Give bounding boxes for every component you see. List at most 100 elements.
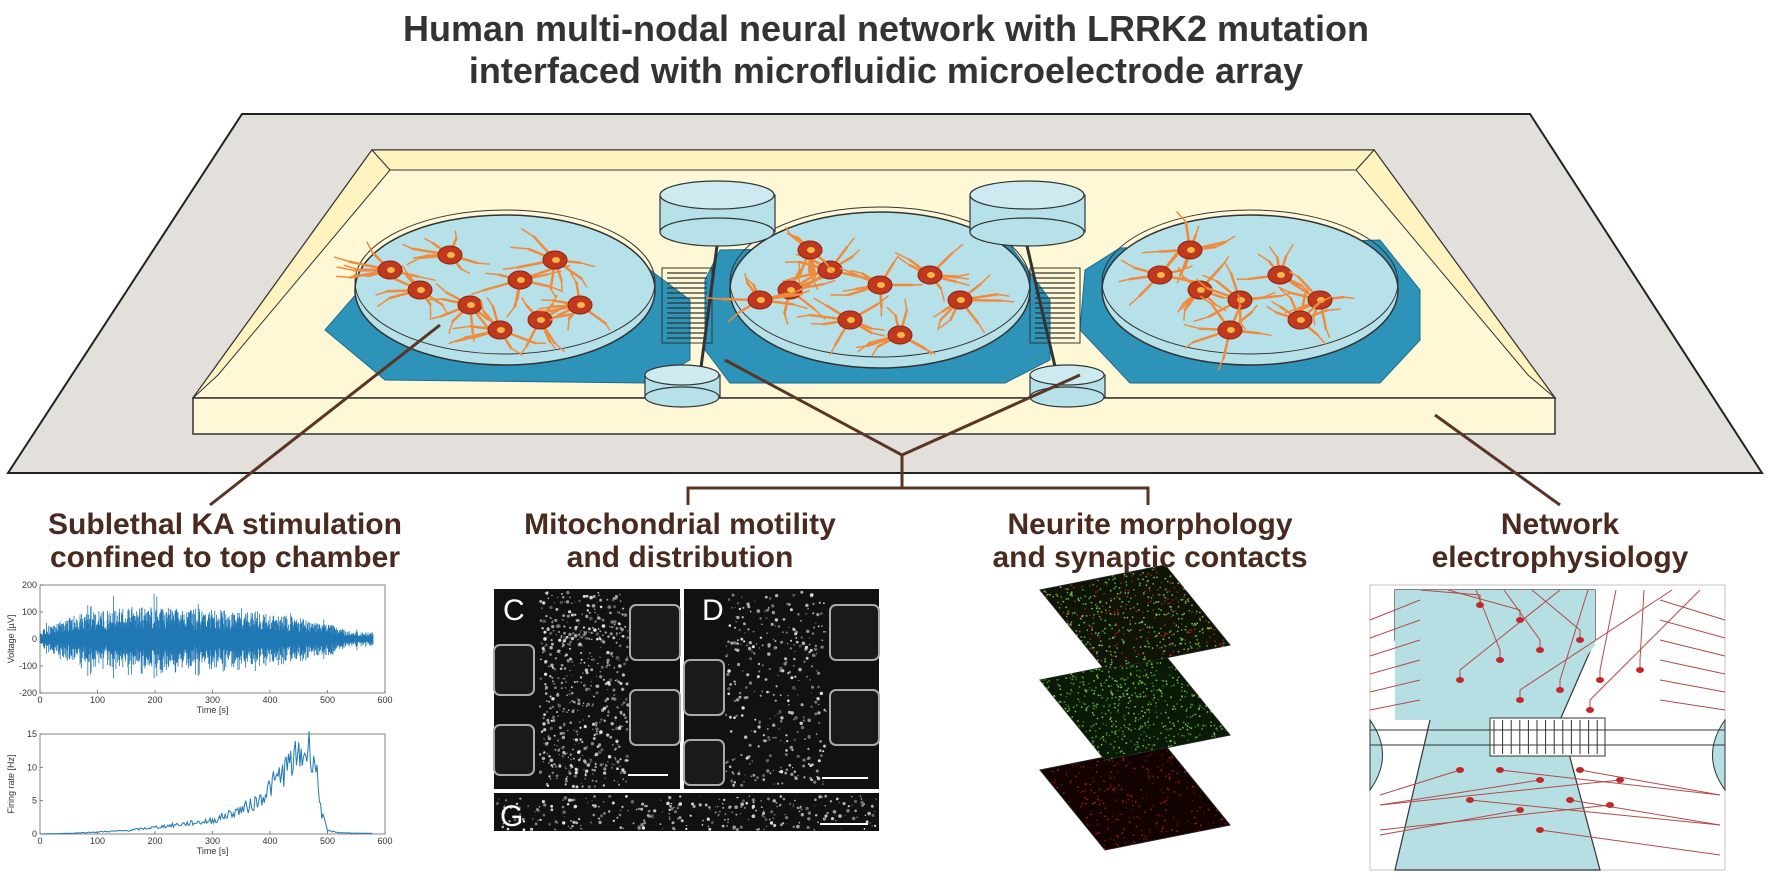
electrode (1636, 667, 1644, 673)
x-tick-label: 600 (377, 695, 392, 705)
mea-schematic (1369, 584, 1726, 871)
neuron (894, 243, 970, 302)
label-network-line1: Network (1500, 508, 1620, 541)
y-tick-label: -100 (19, 661, 37, 671)
x-axis-label: Time [s] (197, 705, 229, 715)
x-tick-label: 100 (90, 695, 105, 705)
title-line1: Human multi-nodal neural network with LR… (402, 8, 1370, 49)
y-tick-label: 0 (32, 634, 37, 644)
y-tick-label: 100 (22, 607, 37, 617)
y-axis-label: Firing rate [Hz] (6, 754, 16, 813)
electrode (1456, 677, 1464, 683)
neuron (933, 274, 1015, 334)
electrode (1606, 802, 1614, 808)
label-network-line2: electrophysiology (1431, 541, 1689, 574)
neuron (333, 241, 436, 281)
panel-letter-c: C (503, 594, 525, 627)
culture-tray-front (192, 397, 1556, 435)
y-tick-label: 5 (32, 796, 37, 806)
panel-letter-d: D (702, 594, 724, 627)
neuron (471, 264, 571, 318)
reservoir-bottom-right (1029, 364, 1106, 408)
confocal-layer-merge (1039, 564, 1231, 671)
electrode (1576, 767, 1584, 773)
neuron (1141, 211, 1236, 284)
micrograph-c: C (493, 589, 681, 789)
neuron (1278, 271, 1355, 338)
y-axis-label: Voltage [µV] (6, 615, 16, 664)
electrode (1516, 617, 1524, 623)
reservoir-bottom-left (644, 364, 721, 408)
neuron (796, 295, 889, 355)
electrode (1496, 767, 1504, 773)
electrode (1536, 777, 1544, 783)
electrode (1616, 777, 1624, 783)
firing-rate-series (40, 731, 373, 835)
x-tick-label: 500 (320, 695, 335, 705)
label-mitochondria-line2: and distribution (566, 541, 794, 574)
voltage-series (39, 593, 374, 679)
x-tick-label: 500 (320, 836, 335, 846)
neuron (375, 264, 448, 318)
x-tick-label: 100 (90, 836, 105, 846)
electrode (1466, 797, 1474, 803)
label-stimulation-line1: Sublethal KA stimulation (48, 508, 402, 541)
neuron (402, 230, 490, 274)
label-neurite-line1: Neurite morphology (1007, 508, 1293, 541)
electrode (1576, 637, 1584, 643)
electrode (1596, 677, 1604, 683)
y-tick-label: -200 (19, 688, 37, 698)
electrode (1516, 807, 1524, 813)
x-tick-label: 200 (147, 695, 162, 705)
x-tick-label: 400 (262, 695, 277, 705)
electrode (1496, 657, 1504, 663)
x-tick-label: 600 (377, 836, 392, 846)
neuron (502, 228, 596, 298)
micrograph-g: G (494, 793, 879, 833)
neuron (536, 272, 611, 331)
confocal-stack (1039, 564, 1231, 851)
electrode (1516, 697, 1524, 703)
electrode (1476, 602, 1484, 608)
neuron (829, 255, 923, 317)
neuron (781, 237, 876, 297)
label-mitochondria-line1: Mitochondrial motility (524, 508, 836, 541)
y-tick-label: 0 (32, 829, 37, 839)
y-tick-label: 15 (27, 729, 37, 739)
electrode (1586, 707, 1594, 713)
reservoir-top-left (659, 180, 776, 376)
x-tick-label: 0 (37, 695, 42, 705)
electrode (1566, 797, 1574, 803)
neuron (1118, 242, 1206, 306)
label-stimulation-line2: confined to top chamber (49, 541, 400, 574)
neuron (1266, 286, 1341, 346)
electrode (1536, 647, 1544, 653)
neuron (706, 273, 810, 323)
neuron-group (333, 211, 1355, 371)
electrode (1536, 827, 1544, 833)
title-line2: interfaced with microfluidic microelectr… (468, 50, 1304, 91)
neuron (785, 226, 834, 290)
neuron (1183, 294, 1272, 371)
neuron (856, 298, 936, 357)
electrode (1556, 687, 1564, 693)
x-tick-label: 400 (262, 836, 277, 846)
culture-tray-wall-top (370, 149, 1376, 171)
x-tick-label: 200 (147, 836, 162, 846)
micrograph-d: D (683, 589, 880, 789)
reservoir-top-right (969, 180, 1086, 376)
microchannel-left (661, 267, 713, 344)
y-tick-label: 10 (27, 762, 37, 772)
confocal-layer-red (1039, 744, 1231, 851)
electrode (1456, 767, 1464, 773)
x-axis-label: Time [s] (197, 846, 229, 856)
connector-lines (209, 323, 1561, 507)
y-tick-label: 200 (22, 580, 37, 590)
label-neurite-line2: and synaptic contacts (992, 541, 1308, 574)
panel-letter-g: G (500, 800, 523, 833)
neuron (425, 283, 498, 342)
x-tick-label: 0 (37, 836, 42, 846)
